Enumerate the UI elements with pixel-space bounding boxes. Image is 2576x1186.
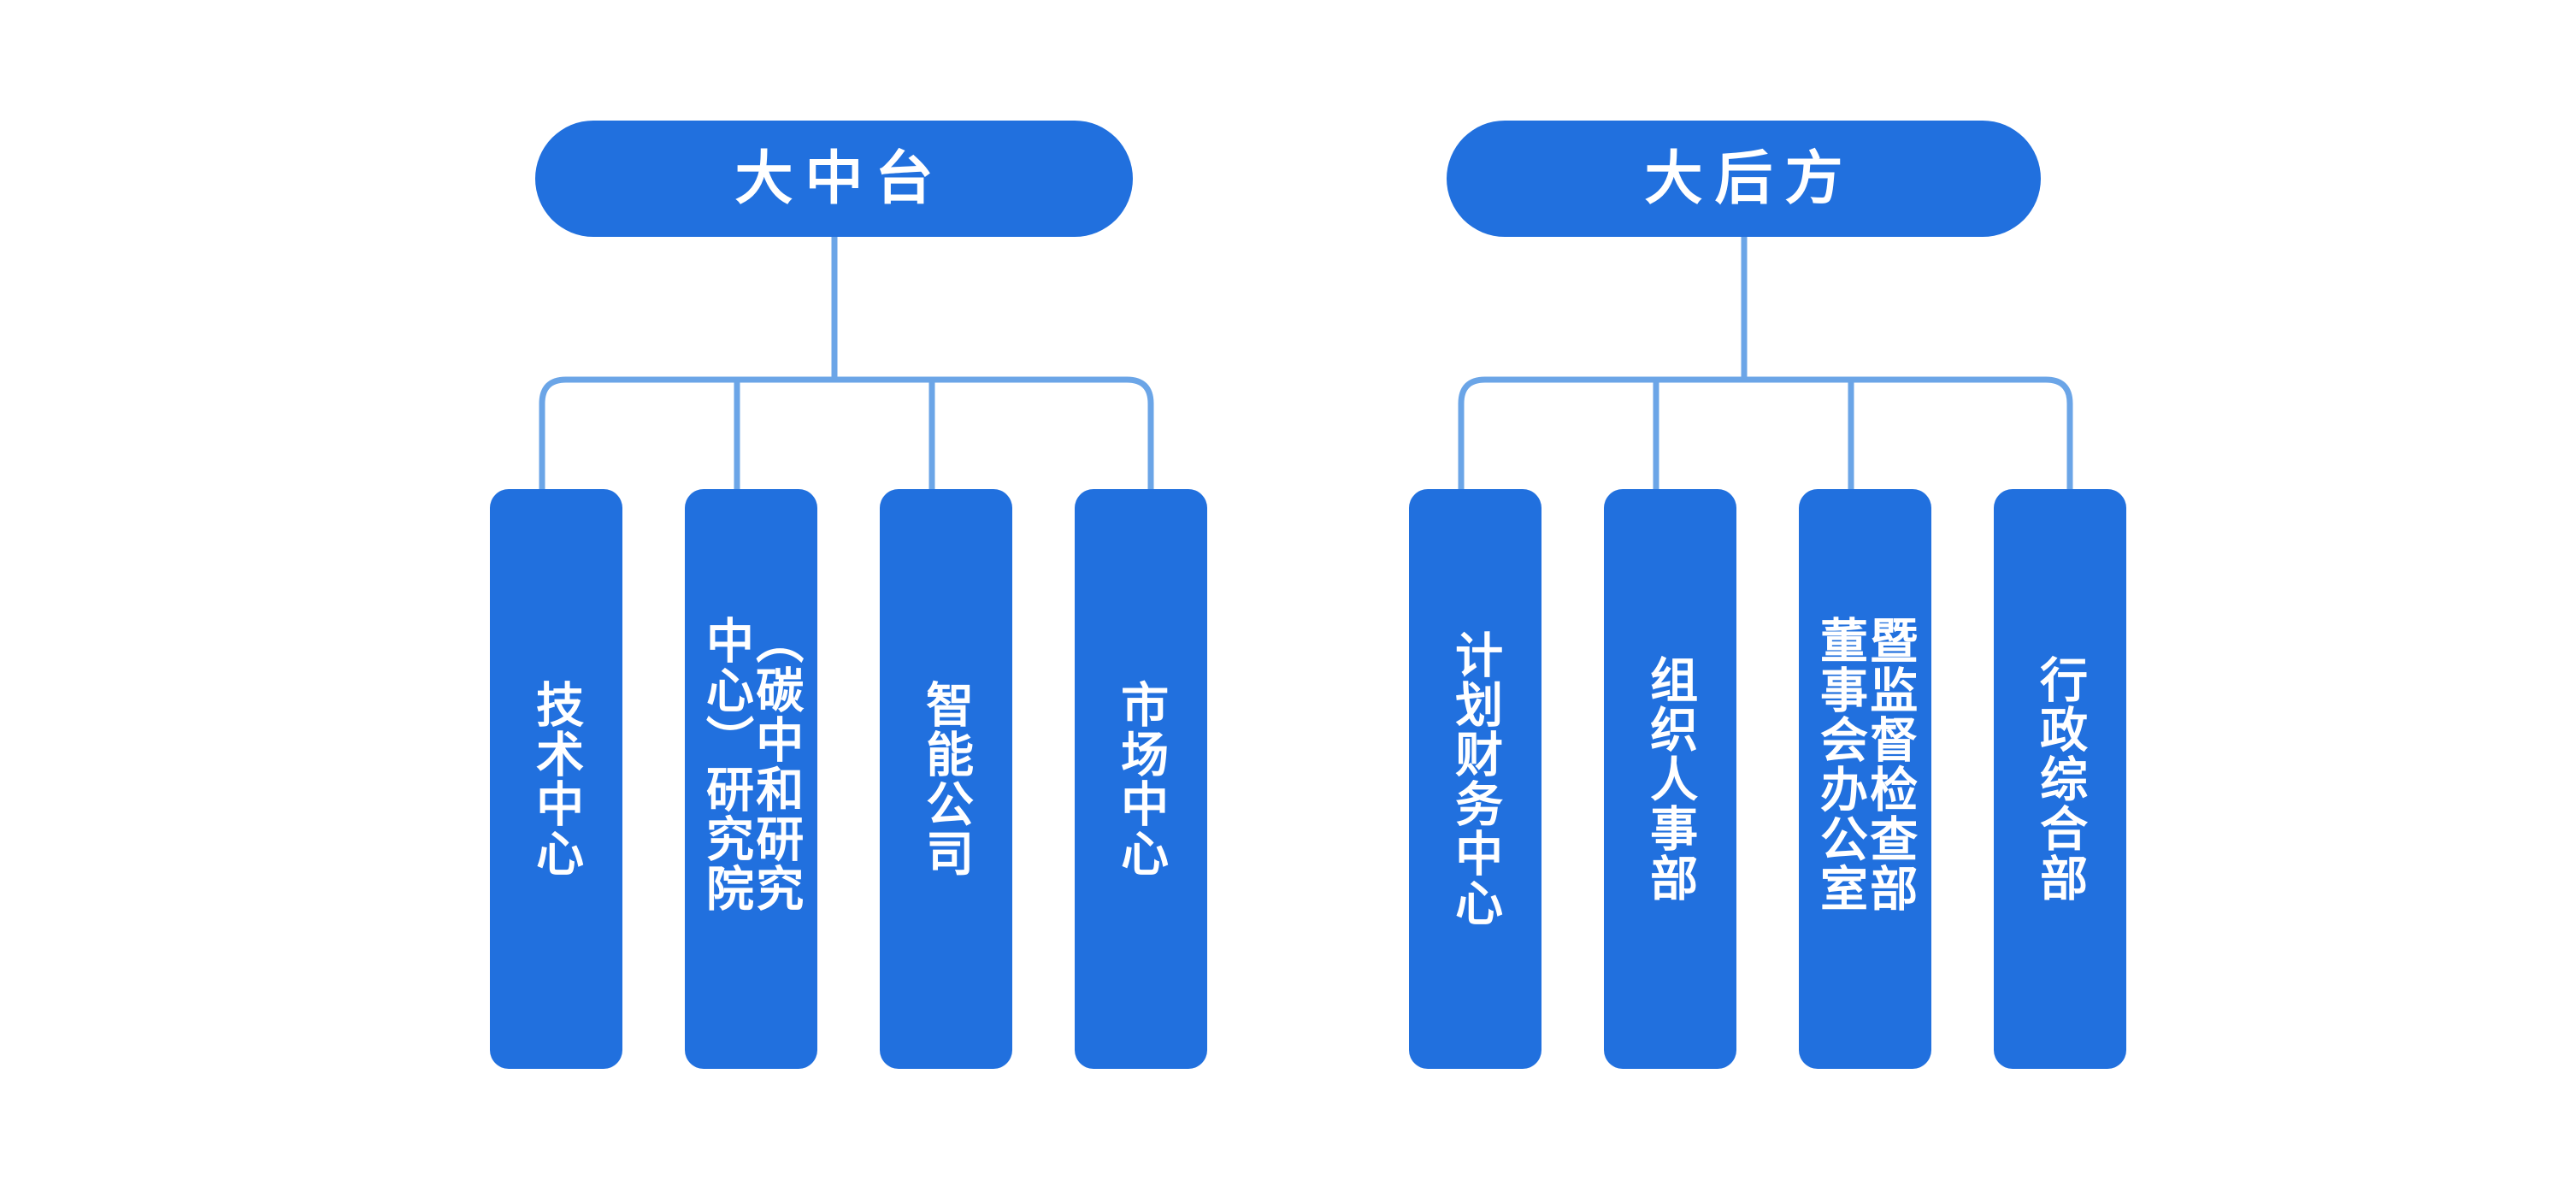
leaf-box-jishu-zhongxin[interactable]: 技术中心 bbox=[490, 489, 622, 1069]
leaf-label: 暨监督检查部董事会办公室 bbox=[1813, 616, 1918, 913]
leaf-label: 技术中心 bbox=[529, 680, 584, 878]
leaf-box-jihua-caiwu[interactable]: 计划财务中心 bbox=[1409, 489, 1541, 1069]
bus-houfang bbox=[1458, 376, 2073, 491]
leaf-label: 组织人事部 bbox=[1643, 655, 1698, 903]
leaf-label: 计划财务中心 bbox=[1448, 630, 1503, 928]
leaf-box-shichang-zhongxin[interactable]: 市场中心 bbox=[1075, 489, 1207, 1069]
group-header-label: 大后方 bbox=[1644, 146, 1855, 211]
leaf-box-xingzheng-zonghe[interactable]: 行政综合部 bbox=[1994, 489, 2126, 1069]
group-header-label: 大中台 bbox=[734, 146, 946, 211]
leaf-label: （碳中和研究中心）研究院 bbox=[699, 616, 804, 913]
leaf-box-zuzhi-renshi[interactable]: 组织人事部 bbox=[1604, 489, 1736, 1069]
bus-zhongtai bbox=[539, 376, 1154, 491]
group-header-houfang[interactable]: 大后方 bbox=[1447, 121, 2041, 237]
leaf-label: 市场中心 bbox=[1114, 680, 1169, 878]
leaf-box-dongshihui-bangongshi[interactable]: 暨监督检查部董事会办公室 bbox=[1799, 489, 1931, 1069]
leaf-box-yanjiuyuan[interactable]: （碳中和研究中心）研究院 bbox=[685, 489, 817, 1069]
leaf-label: 智能公司 bbox=[919, 680, 974, 878]
group-header-zhongtai[interactable]: 大中台 bbox=[535, 121, 1133, 237]
leaf-label: 行政综合部 bbox=[2033, 655, 2088, 903]
leaf-box-zhineng-gongsi[interactable]: 智能公司 bbox=[880, 489, 1012, 1069]
